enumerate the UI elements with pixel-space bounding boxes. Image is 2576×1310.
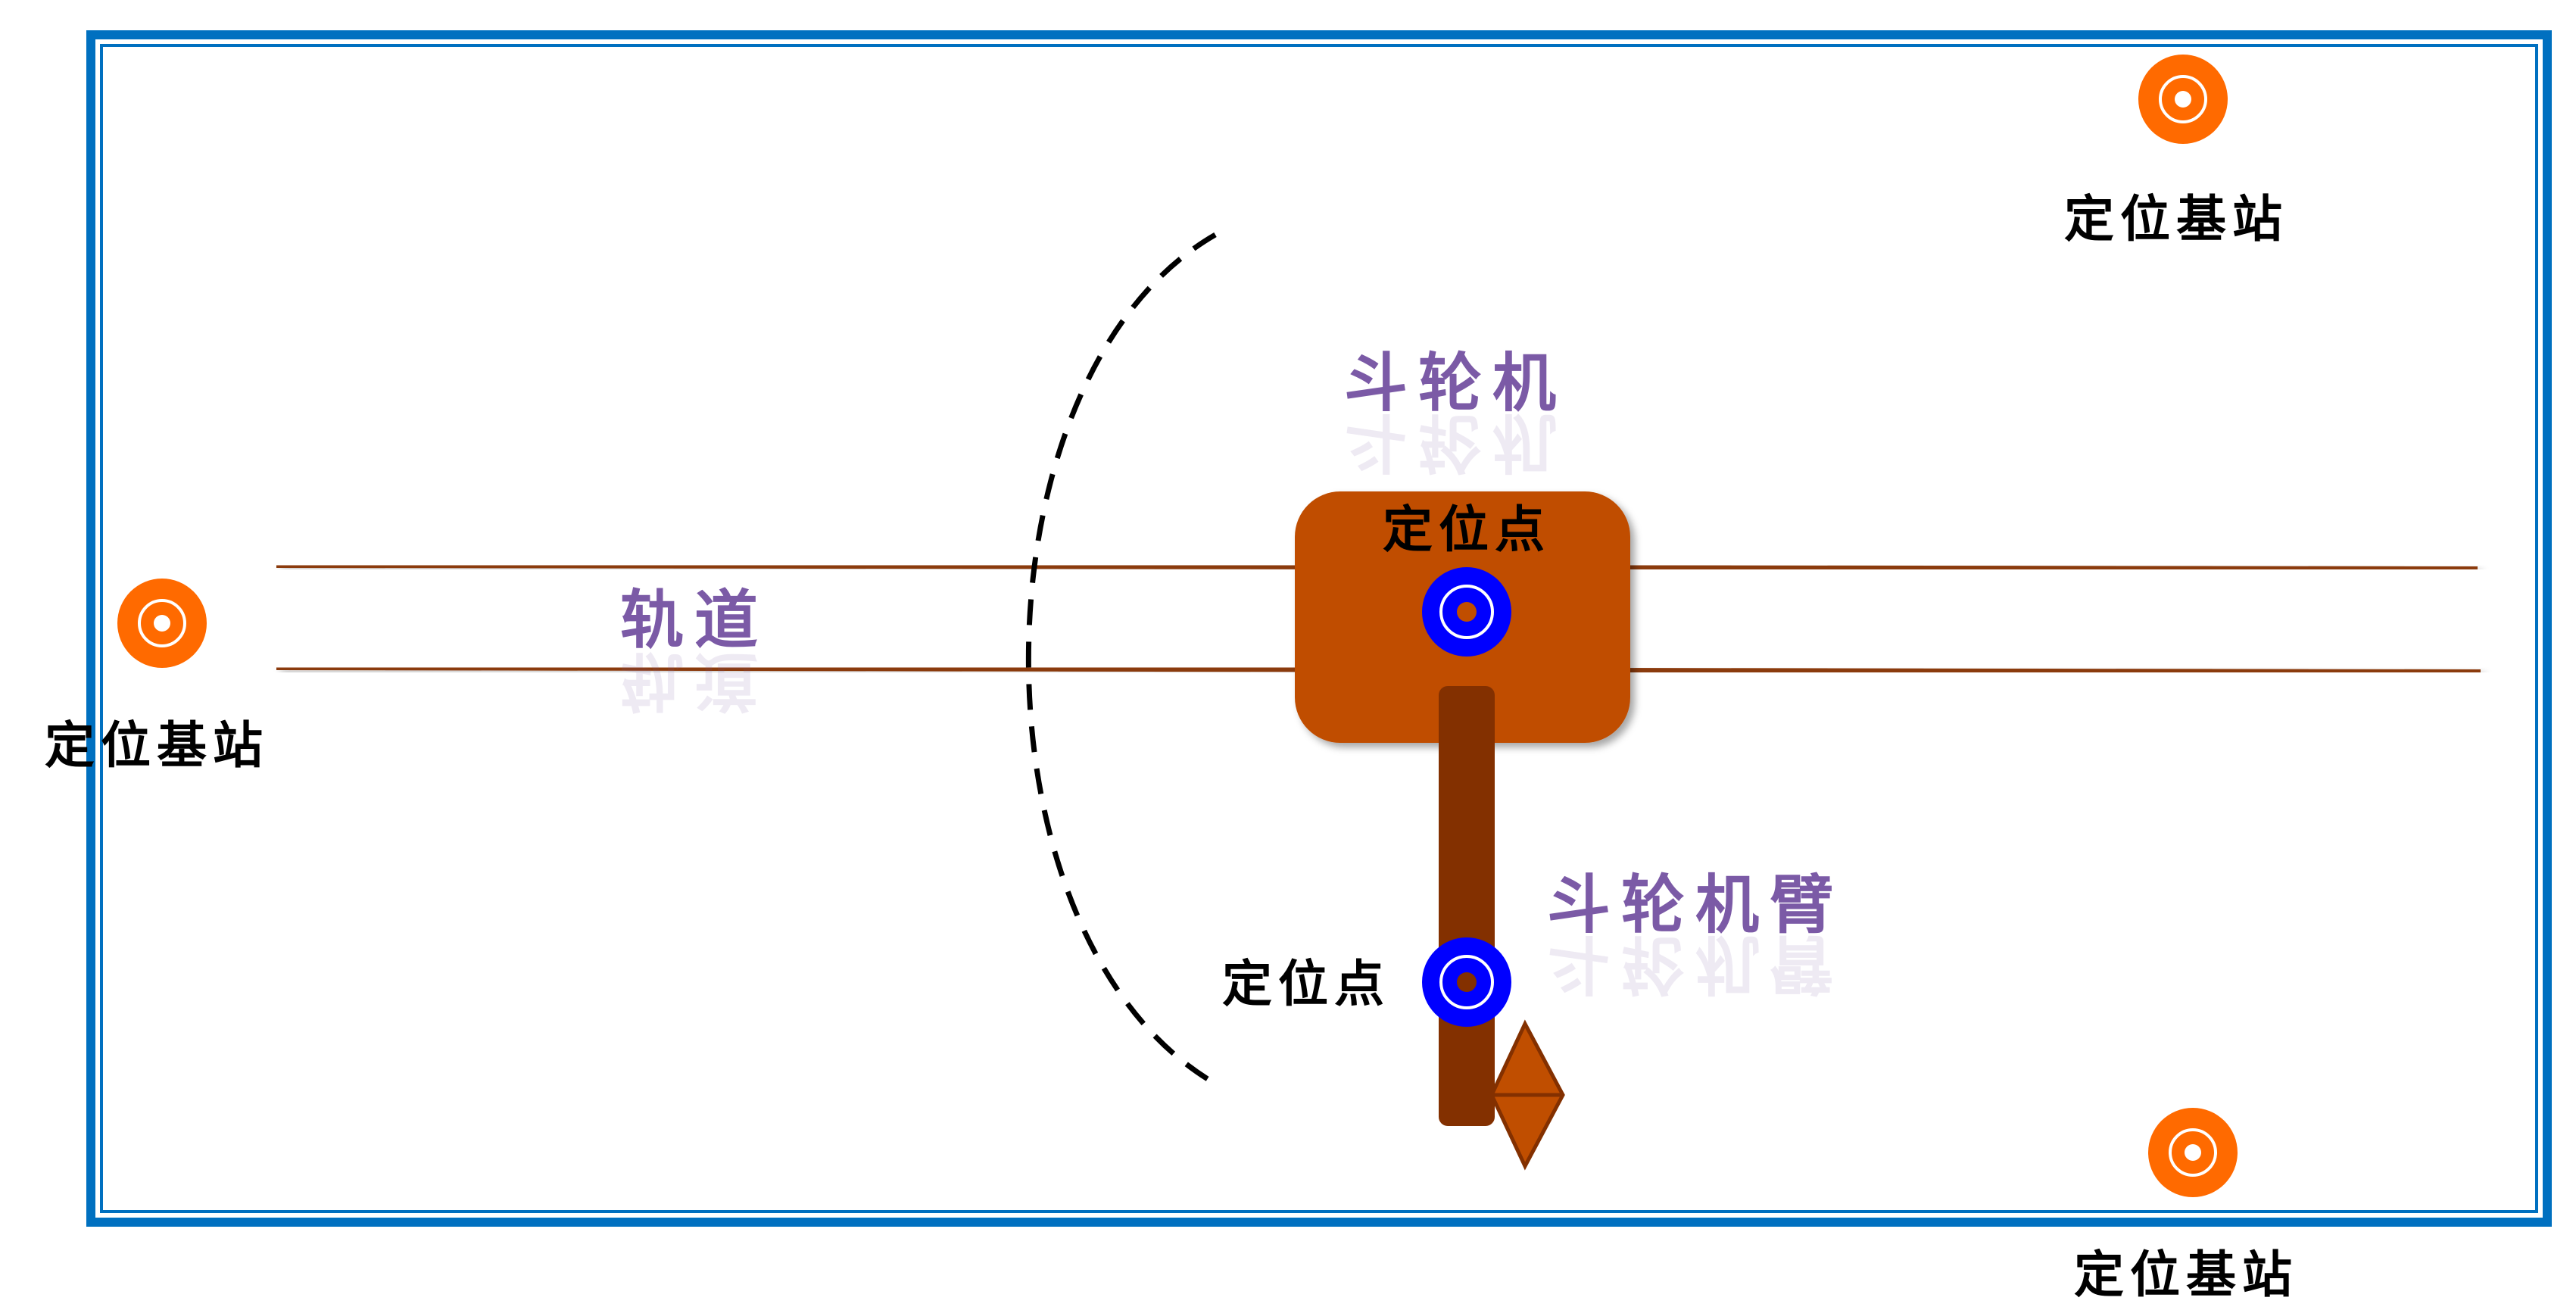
inner-frame xyxy=(100,44,2538,1213)
station-bottom-right-icon xyxy=(2148,1108,2238,1197)
arm-point-label: 定位点 xyxy=(1222,954,1390,1013)
bucket-wheel-icon xyxy=(1489,1019,1565,1171)
station-bottom-right-label: 定位基站 xyxy=(2074,1245,2298,1304)
station-left-label: 定位基站 xyxy=(45,716,269,775)
outer-frame xyxy=(86,30,2552,1227)
station-top-right-label: 定位基站 xyxy=(2064,189,2288,248)
machine-label: 斗轮机 xyxy=(1344,346,1567,420)
station-left-icon xyxy=(117,579,207,668)
track-label: 轨道 xyxy=(620,583,769,657)
swing-arc xyxy=(1025,232,1222,1090)
arm-label-reflection: 斗轮机臂 xyxy=(1547,927,1844,1001)
station-top-right-icon xyxy=(2138,55,2228,144)
track-label-reflection: 轨道 xyxy=(620,644,769,718)
arm-label: 斗轮机臂 xyxy=(1547,868,1844,942)
body-point-label: 定位点 xyxy=(1383,500,1551,559)
body-target-icon xyxy=(1422,567,1511,657)
machine-label-reflection: 斗轮机 xyxy=(1344,405,1567,479)
machine-arm xyxy=(1439,686,1495,1126)
arm-target-icon xyxy=(1422,937,1511,1027)
